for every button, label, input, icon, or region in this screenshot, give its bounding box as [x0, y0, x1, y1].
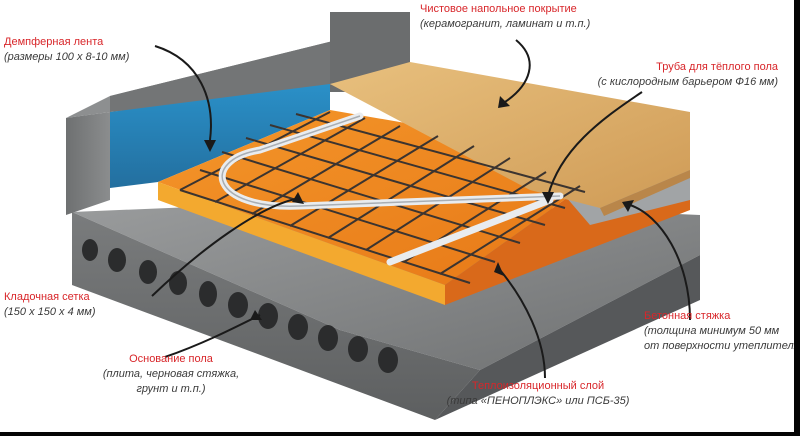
- label-screed-title: Бетонная стяжка: [644, 310, 731, 322]
- base-slab-side: [435, 255, 700, 420]
- label-mesh-title: Кладочная сетка: [4, 291, 90, 303]
- label-pipe-title: Труба для тёплого пола: [656, 61, 778, 73]
- wall-front: [66, 112, 110, 215]
- label-finish-title: Чистовое напольное покрытие: [420, 3, 577, 15]
- label-mesh-sub: (150 х 150 х 4 мм): [4, 306, 96, 318]
- heating-pipe-2: [386, 196, 554, 266]
- label-finish-sub: (керамогранит, ламинат и т.п.): [420, 18, 591, 30]
- label-insul-sub: (типа «ПЕНОПЛЭКС» или ПСБ-35): [446, 395, 630, 407]
- insulation-front: [158, 182, 445, 305]
- label-floor-base: Основание пола (плита, черновая стяжка, …: [82, 352, 260, 397]
- label-insulation: Теплоизоляционный слой (типа «ПЕНОПЛЭКС»…: [438, 379, 638, 409]
- label-pipe-sub: (с кислородным барьером Ф16 мм): [597, 76, 778, 88]
- label-finish-floor: Чистовое напольное покрытие (керамограни…: [420, 2, 590, 32]
- wood-top: [330, 62, 690, 208]
- damper-tape: [110, 84, 330, 188]
- screen-edge-right: [794, 0, 800, 436]
- label-base-sub-1: (плита, черновая стяжка,: [102, 368, 240, 380]
- slab-hollow-cores: [82, 239, 398, 373]
- label-masonry-mesh: Кладочная сетка (150 х 150 х 4 мм): [4, 290, 96, 320]
- label-base-title: Основание пола: [129, 353, 213, 365]
- label-screed-sub-2: от поверхности утеплителя): [644, 340, 800, 352]
- screen-edge-bottom: [0, 432, 800, 436]
- label-concrete-screed: Бетонная стяжка (толщина минимум 50 мм о…: [644, 309, 800, 354]
- label-damper-tape: Демпферная лента (размеры 100 х 8-10 мм): [4, 35, 129, 65]
- wood-edge: [600, 170, 690, 216]
- label-heating-pipe: Труба для тёплого пола (с кислородным ба…: [598, 60, 778, 90]
- masonry-mesh: [179, 111, 586, 284]
- label-screed-sub-1: (толщина минимум 50 мм: [644, 325, 780, 337]
- label-damper-sub: (размеры 100 х 8-10 мм): [4, 51, 130, 63]
- label-insul-title: Теплоизоляционный слой: [471, 380, 605, 392]
- label-base-sub-2: грунт и т.п.): [136, 383, 206, 395]
- label-damper-title: Демпферная лента: [4, 36, 104, 48]
